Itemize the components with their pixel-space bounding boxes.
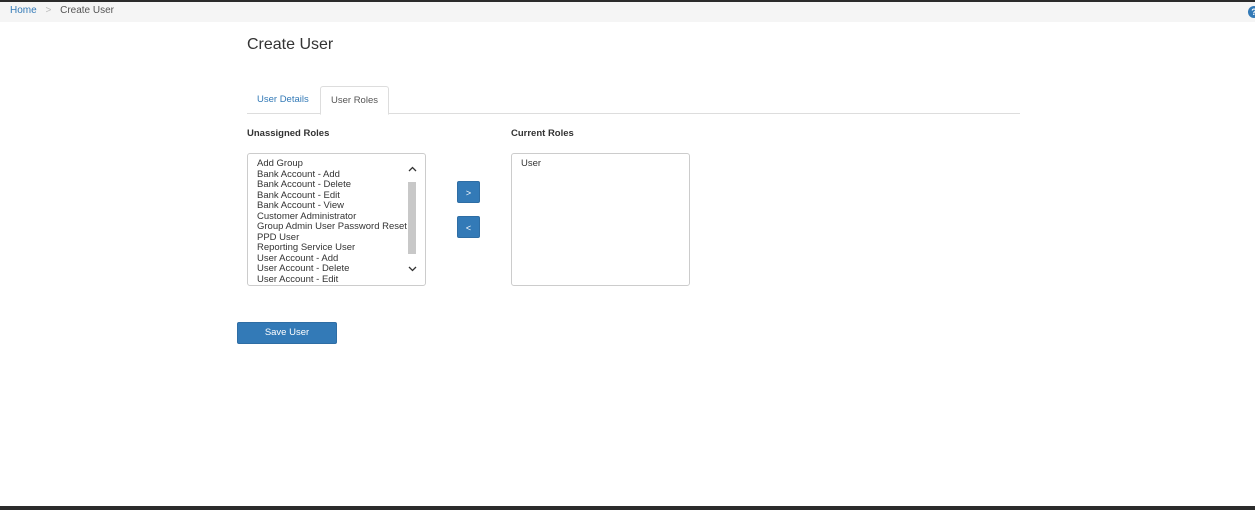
tab-bar: User Details User Roles xyxy=(247,86,1020,115)
list-item[interactable]: Customer Administrator xyxy=(257,210,357,222)
list-item[interactable]: Group Admin User Password Reset xyxy=(257,221,407,232)
list-item[interactable]: User Account - Add xyxy=(257,252,339,264)
save-user-button[interactable]: Save User xyxy=(237,322,337,344)
current-roles-items: User xyxy=(521,158,542,170)
breadcrumb: Home > Create User xyxy=(10,2,114,20)
unassigned-roles-list[interactable]: Add Group Bank Account - Add Bank Accoun… xyxy=(247,153,426,286)
unassigned-roles-items: Add Group Bank Account - Add Bank Accoun… xyxy=(257,158,407,285)
unassigned-list-scrollbar[interactable] xyxy=(406,158,418,282)
unassigned-roles-label: Unassigned Roles xyxy=(247,128,330,139)
scroll-down-icon[interactable] xyxy=(406,262,418,276)
current-roles-list[interactable]: User xyxy=(511,153,690,286)
move-to-current-button[interactable]: > xyxy=(457,181,480,203)
tab-user-details[interactable]: User Details xyxy=(257,94,309,105)
page-title: Create User xyxy=(247,36,334,53)
list-item[interactable]: Bank Account - View xyxy=(257,200,344,211)
help-icon[interactable]: ? xyxy=(1248,6,1255,18)
list-item[interactable]: Bank Account - Edit xyxy=(257,189,340,201)
list-item[interactable]: User Account - Delete xyxy=(257,263,350,274)
current-roles-label: Current Roles xyxy=(511,128,574,139)
move-to-unassigned-button[interactable]: < xyxy=(457,216,480,238)
tab-user-roles[interactable]: User Roles xyxy=(320,86,389,115)
breadcrumb-home-link[interactable]: Home xyxy=(10,5,37,16)
list-item[interactable]: Add Group xyxy=(257,158,303,169)
bottom-border xyxy=(0,506,1255,510)
top-border xyxy=(0,0,1255,2)
breadcrumb-bar: Home > Create User ? xyxy=(0,2,1255,22)
breadcrumb-separator: > xyxy=(45,5,52,16)
list-item[interactable]: Bank Account - Delete xyxy=(257,179,351,190)
scroll-thumb[interactable] xyxy=(408,182,416,254)
scroll-up-icon[interactable] xyxy=(406,162,418,176)
list-item[interactable]: Bank Account - Add xyxy=(257,168,340,180)
breadcrumb-current: Create User xyxy=(60,5,114,16)
list-item[interactable]: User xyxy=(521,158,542,169)
list-item[interactable]: User Account - Edit xyxy=(257,273,339,285)
list-item[interactable]: Reporting Service User xyxy=(257,242,356,253)
list-item[interactable]: PPD User xyxy=(257,231,300,243)
